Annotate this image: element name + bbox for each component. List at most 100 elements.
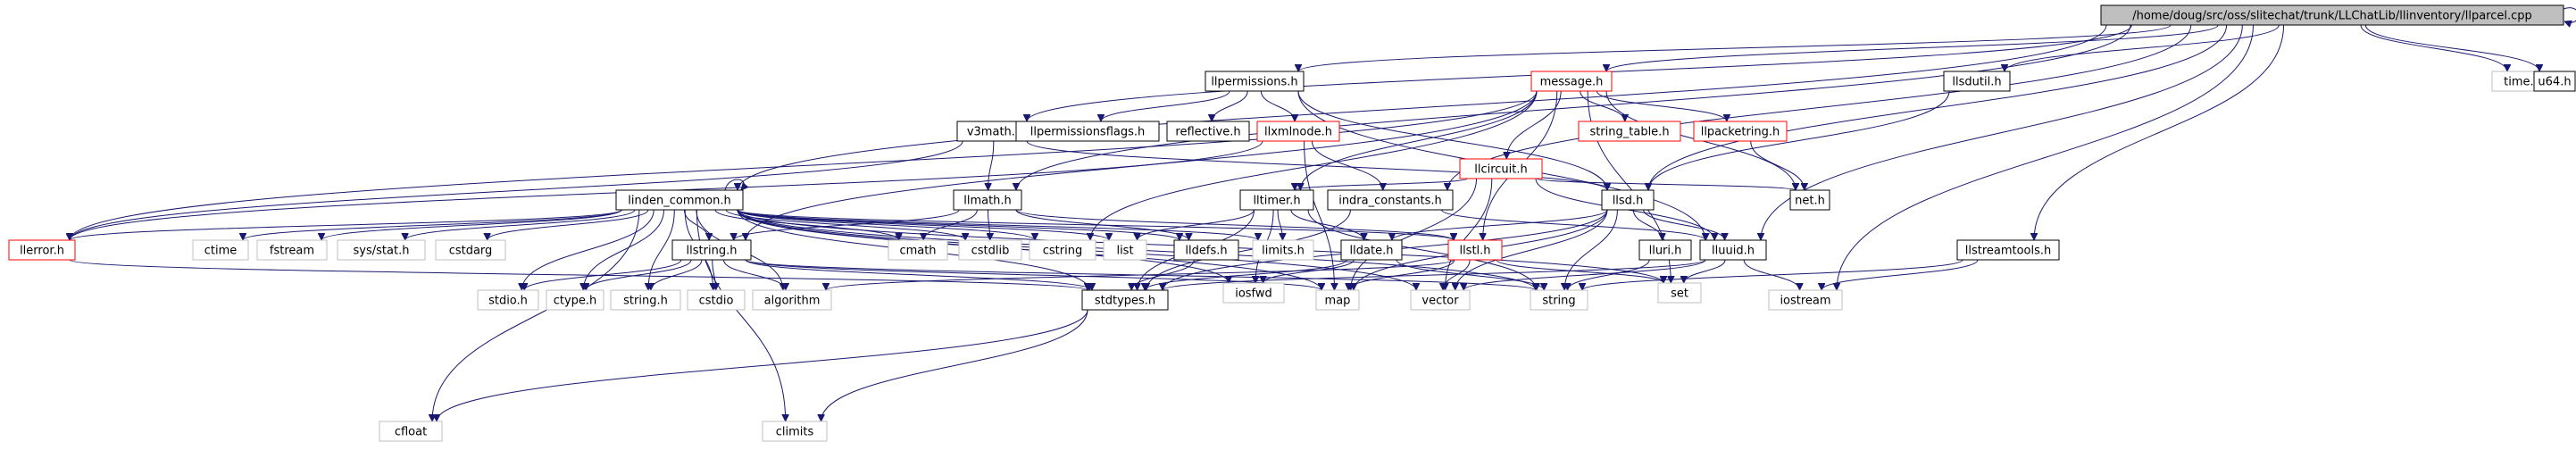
node-lldate[interactable]: lldate.h: [1340, 239, 1403, 261]
edge-root-to-llsdutil: [2005, 24, 2280, 72]
node-llcircuit[interactable]: llcircuit.h: [1459, 158, 1543, 179]
node-sysstat: sys/stat.h: [337, 239, 426, 261]
node-lltimer[interactable]: lltimer.h: [1239, 189, 1314, 211]
edge-llstring-to-stdtypes: [745, 259, 1092, 291]
node-box: [1956, 239, 2060, 261]
node-label: message.h: [1540, 76, 1604, 89]
node-root[interactable]: /home/doug/src/oss/slitechat/trunk/LLCha…: [2100, 4, 2564, 26]
edge-llpermissions-to-llxmlnode: [1260, 90, 1295, 122]
node-box: [1943, 71, 2011, 92]
node-reflective[interactable]: reflective.h: [1166, 121, 1250, 142]
node-label: llsd.h: [1613, 195, 1644, 208]
node-label: iostream: [1780, 295, 1830, 308]
edge-linden_common-to-llerror: [70, 209, 622, 241]
node-u64[interactable]: u64.h: [2533, 71, 2576, 92]
node-label: sys/stat.h: [354, 245, 410, 258]
edge-message-to-string_table: [1580, 90, 1625, 122]
edge-linden_common-to-stdio: [521, 209, 654, 290]
node-box: [435, 239, 506, 261]
node-box: [1578, 121, 1681, 142]
node-box: [337, 239, 426, 261]
edge-root-to-root: [2563, 7, 2576, 23]
node-box: [256, 239, 328, 261]
node-llxmlnode[interactable]: llxmlnode.h: [1256, 121, 1340, 142]
node-v3math[interactable]: v3math.h: [956, 121, 1033, 142]
edge-linden_common-to-linden_common: [724, 179, 744, 190]
node-box: [1239, 189, 1314, 211]
node-box: [1166, 121, 1250, 142]
node-linden-common[interactable]: linden_common.h: [615, 189, 744, 211]
node-llerror[interactable]: llerror.h: [8, 239, 76, 261]
node-iostream: iostream: [1768, 289, 1843, 311]
node-llsdutil[interactable]: llsdutil.h: [1943, 71, 2011, 92]
node-label: cmath: [899, 245, 936, 258]
edge-linden_common-to-limits: [737, 209, 1258, 241]
edge-lldate-to-iosfwd: [1263, 259, 1355, 284]
node-llsd[interactable]: llsd.h: [1601, 189, 1655, 211]
node-box: [1327, 189, 1454, 211]
edge-root-to-llmath: [1016, 24, 2131, 190]
edge-root-to-time: [2360, 24, 2507, 72]
node-label: linden_common.h: [628, 195, 730, 208]
node-stdio: stdio.h: [477, 289, 539, 311]
edge-llstring-to-ctype: [586, 259, 692, 291]
edge-root-to-llsd: [1648, 24, 2228, 190]
edge-lluri-to-string: [1568, 259, 1650, 291]
edge-layer: [70, 7, 2576, 421]
node-llpermissionsflags[interactable]: llpermissionsflags.h: [1015, 121, 1160, 142]
edge-lltimer-to-lldate: [1290, 209, 1364, 241]
node-message[interactable]: message.h: [1530, 71, 1613, 92]
node-box: [1015, 121, 1160, 142]
node-llstreamtools[interactable]: llstreamtools.h: [1956, 239, 2060, 261]
edge-llstring-to-cstdio: [712, 259, 716, 290]
node-llpermissions[interactable]: llpermissions.h: [1205, 71, 1305, 92]
node-box: [888, 239, 948, 261]
node-string: string: [1530, 289, 1588, 311]
edge-stdtypes-to-cfloat: [437, 309, 1088, 421]
node-label: cfloat: [395, 426, 427, 439]
node-llpacketring[interactable]: llpacketring.h: [1693, 121, 1788, 142]
node-box: [1530, 71, 1613, 92]
node-cfloat: cfloat: [379, 421, 443, 442]
node-indra-constants[interactable]: indra_constants.h: [1327, 189, 1454, 211]
edge-v3math-to-llsd: [1026, 140, 1607, 191]
node-lluri[interactable]: lluri.h: [1638, 239, 1692, 261]
edge-llsd-to-lluri: [1632, 209, 1662, 241]
edge-llstring-to-string: [745, 259, 1536, 291]
node-label: llxmlnode.h: [1264, 126, 1332, 139]
node-label: llpermissions.h: [1211, 76, 1297, 89]
node-limits: limits.h: [1252, 239, 1314, 261]
node-llmath[interactable]: llmath.h: [953, 189, 1022, 211]
node-net[interactable]: net.h: [1789, 189, 1830, 211]
node-climits: climits: [762, 421, 828, 442]
node-box: [1081, 289, 1169, 311]
edge-llsd-to-lldate: [1392, 209, 1608, 241]
node-label: lluri.h: [1649, 245, 1682, 258]
node-label: iosfwd: [1235, 288, 1272, 301]
node-string-table[interactable]: string_table.h: [1578, 121, 1681, 142]
node-llstl[interactable]: llstl.h: [1447, 239, 1503, 261]
node-label: u64.h: [2538, 76, 2571, 89]
edge-linden_common-to-list: [737, 209, 1109, 241]
node-llstring[interactable]: llstring.h: [671, 239, 752, 261]
node-stdtypes[interactable]: stdtypes.h: [1081, 289, 1169, 311]
node-algorithm: algorithm: [752, 289, 832, 311]
node-label: llsdutil.h: [1952, 76, 2001, 89]
node-label: fstream: [270, 245, 314, 258]
edge-llstring-to-stringh: [651, 259, 703, 291]
edge-llpermissions-to-reflective: [1212, 90, 1248, 122]
edge-message-to-llcircuit: [1506, 90, 1562, 159]
node-box: [1222, 282, 1285, 304]
node-box: [752, 289, 832, 311]
node-ctype: ctype.h: [546, 289, 604, 311]
edge-root-to-llstreamtools: [2034, 24, 2285, 240]
edge-llstring-to-map: [745, 259, 1321, 291]
edge-linden_common-to-cstring: [736, 209, 1035, 241]
node-box: [958, 239, 1022, 261]
node-label: llstl.h: [1459, 245, 1490, 258]
edge-message-to-llpacketring: [1596, 90, 1727, 122]
node-lldefs[interactable]: lldefs.h: [1173, 239, 1239, 261]
node-cstring: cstring: [1029, 239, 1096, 261]
node-lluuid[interactable]: lluuid.h: [1699, 239, 1767, 261]
node-box: [1410, 289, 1471, 311]
